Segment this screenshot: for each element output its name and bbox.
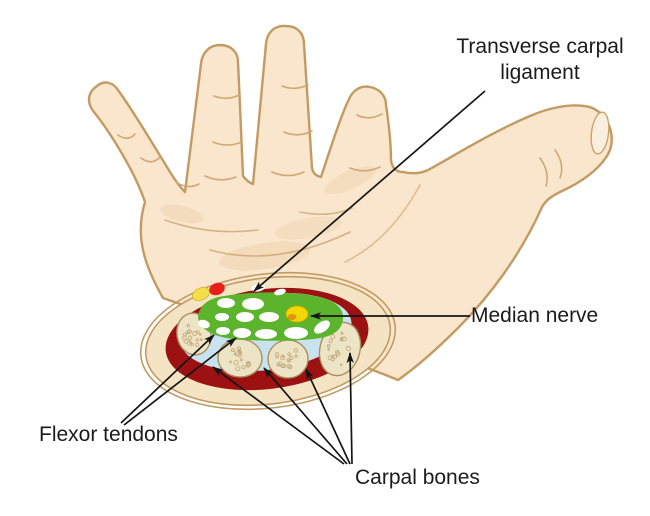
flexor-tendon: [236, 312, 254, 322]
leader-flexor-tendon-1: [120, 334, 215, 424]
flexor-tendon: [215, 313, 229, 321]
flexor-tendon: [198, 319, 210, 329]
flexor-tendon: [255, 329, 277, 339]
leader-carpal-bone-3: [305, 368, 351, 465]
bone-texture: [326, 331, 351, 367]
hand-creases: [117, 84, 563, 263]
bone-texture: [181, 323, 203, 348]
label-median-nerve: Median nerve: [471, 304, 599, 327]
flexor-tendon: [314, 320, 330, 334]
section-outer-contour: [139, 271, 397, 411]
bone-texture: [274, 348, 299, 370]
flexor-tendon: [284, 327, 308, 339]
flexor-tendon: [217, 298, 235, 308]
thumbnail: [590, 111, 610, 155]
flexor-tendon: [233, 328, 251, 338]
leader-flexor-tendon-2: [123, 337, 237, 426]
label-carpal-bones: Carpal bones: [355, 466, 480, 489]
leader-carpal-bone-2: [263, 367, 348, 465]
flexor-tendons-group: [198, 298, 330, 339]
bone-texture: [229, 346, 251, 372]
leader-carpal-bone-4: [346, 352, 354, 465]
leader-carpal-bone-1: [212, 366, 345, 465]
flexor-tendon: [216, 327, 230, 335]
flexor-tendon: [259, 312, 279, 322]
leader-lines: [120, 90, 486, 465]
flexor-tendon: [242, 298, 264, 310]
median-nerve-shape: [285, 305, 309, 323]
small-tendon: [274, 288, 286, 296]
vein: [192, 286, 210, 302]
carpal-bone: [217, 338, 263, 378]
leader-transverse-carpal-ligament: [253, 90, 486, 292]
artery: [209, 282, 225, 296]
label-flexor-tendons: Flexor tendons: [39, 423, 178, 446]
label-transverse-carpal-ligament: Transverse carpal ligament: [456, 35, 624, 84]
